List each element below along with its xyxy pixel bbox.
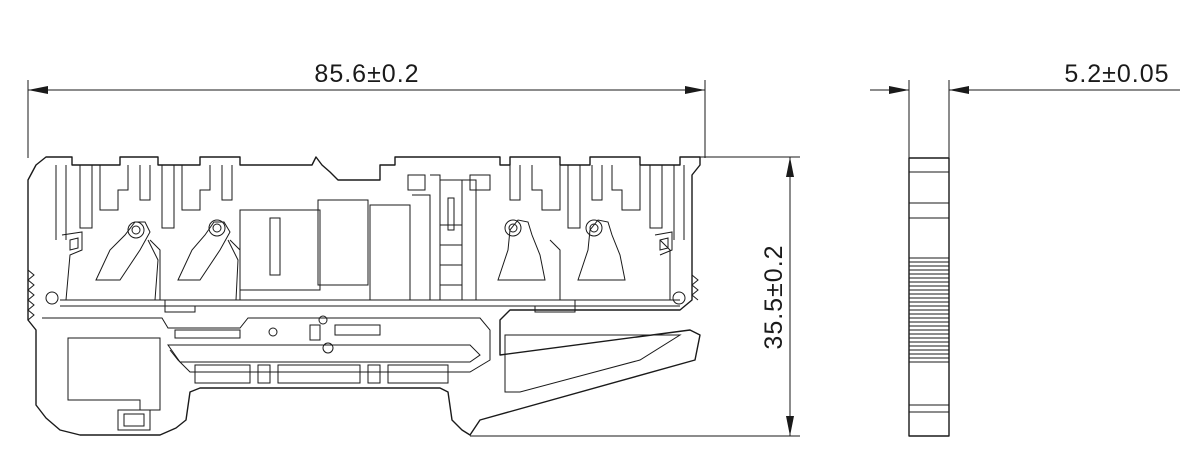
side-view — [908, 157, 950, 437]
spring-clamp-left-1 — [61, 221, 161, 301]
hole-small-2 — [268, 327, 278, 337]
din-rail-foot — [42, 317, 682, 431]
spring-clamp-right-2 — [560, 219, 673, 301]
height-label: 35.5±0.2 — [760, 244, 788, 349]
thickness-dimension: 5.2±0.05 — [870, 60, 1180, 158]
mounting-hole-left — [45, 291, 59, 305]
front-view — [27, 156, 701, 436]
width-dimension: 85.6±0.2 — [27, 60, 706, 158]
width-label: 85.6±0.2 — [314, 60, 419, 88]
center-section — [239, 174, 491, 301]
terminal-block-outline — [27, 156, 701, 436]
height-dimension: 35.5±0.2 — [470, 156, 800, 437]
busbar — [60, 299, 680, 313]
mounting-hole-right — [672, 291, 686, 305]
spring-clamp-right-1 — [480, 219, 561, 301]
top-slots-right — [509, 165, 685, 240]
right-edge-ribs — [691, 274, 699, 301]
top-slots-left — [55, 165, 233, 240]
thickness-label: 5.2±0.05 — [1064, 60, 1169, 88]
hole-small-1 — [318, 315, 328, 325]
hole-center — [322, 342, 334, 354]
side-view-ribs — [909, 257, 949, 363]
spring-clamp-left-2 — [160, 219, 241, 301]
left-edge-ribs — [27, 269, 35, 321]
